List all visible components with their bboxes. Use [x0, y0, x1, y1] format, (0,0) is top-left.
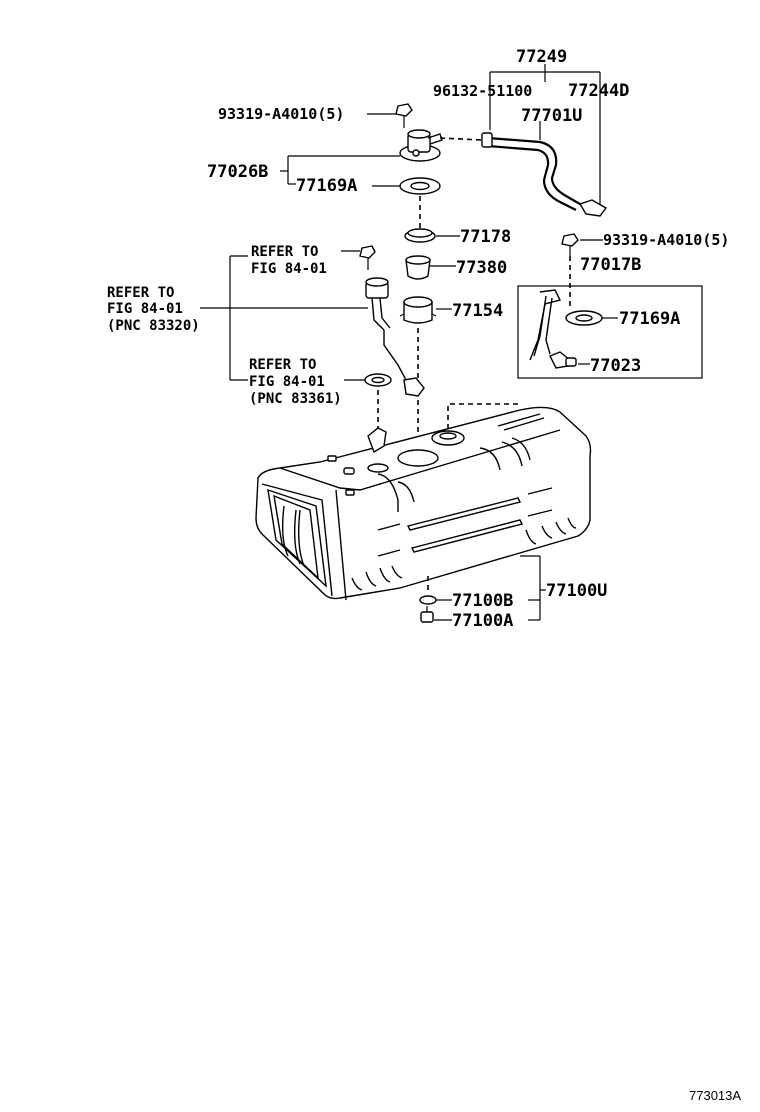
ref2-line1: REFER TO — [107, 285, 174, 301]
gasket-77100B-icon — [419, 595, 437, 605]
ref2-line2[interactable]: FIG 84-01 — [107, 301, 183, 317]
bolt-93319-top-icon — [395, 103, 413, 128]
bolt-93319-right-icon — [561, 233, 579, 256]
label-77380[interactable]: 77380 — [456, 258, 507, 278]
bracket-77026B — [280, 155, 400, 185]
label-96132-51100[interactable]: 96132-51100 — [433, 82, 532, 100]
label-77017B[interactable]: 77017B — [580, 255, 641, 275]
label-77026B[interactable]: 77026B — [207, 162, 268, 182]
box-77017B — [517, 285, 703, 379]
label-77249[interactable]: 77249 — [516, 47, 567, 67]
ref2-line3: (PNC 83320) — [107, 318, 200, 334]
label-77178[interactable]: 77178 — [460, 227, 511, 247]
label-77169A-top[interactable]: 77169A — [296, 176, 357, 196]
gasket-77169A-top-icon — [399, 177, 441, 195]
label-77100B[interactable]: 77100B — [452, 591, 513, 611]
label-77169A-right[interactable]: 77169A — [619, 309, 680, 329]
label-77701U[interactable]: 77701U — [521, 106, 582, 126]
label-77023[interactable]: 77023 — [590, 356, 641, 376]
fuel-gauge-sender-icon — [359, 245, 425, 397]
gasket-77169A-right-icon — [565, 310, 603, 326]
label-77244D[interactable]: 77244D — [568, 81, 629, 101]
label-93319-A4010-top[interactable]: 93319-A4010(5) — [218, 105, 344, 123]
ref3-line2[interactable]: FIG 84-01 — [249, 374, 325, 390]
cup-77380-icon — [405, 255, 431, 280]
label-93319-A4010-right[interactable]: 93319-A4010(5) — [603, 231, 729, 249]
ref3-line1: REFER TO — [249, 357, 316, 373]
figure-code: 773013A — [689, 1088, 741, 1103]
label-77154[interactable]: 77154 — [452, 301, 503, 321]
ref1-line1: REFER TO — [251, 244, 318, 260]
fuel-pump-cap-icon — [399, 129, 443, 162]
bracket-refer-left — [229, 255, 248, 381]
ref1-line2[interactable]: FIG 84-01 — [251, 261, 327, 277]
bracket-77249 — [489, 64, 601, 205]
drain-plug-77100A-icon — [420, 606, 434, 623]
pipe-77017B-icon — [529, 289, 562, 361]
ring-77178-icon — [404, 228, 436, 243]
label-77100A[interactable]: 77100A — [452, 611, 513, 631]
fuel-tank-77100U-illustration — [255, 406, 592, 601]
filter-77154-icon — [399, 296, 437, 324]
plug-77023-icon — [549, 351, 577, 369]
label-77100U[interactable]: 77100U — [546, 581, 607, 601]
ref3-line3: (PNC 83361) — [249, 391, 342, 407]
bracket-77100U — [520, 555, 546, 621]
hose-77701U — [481, 121, 608, 217]
